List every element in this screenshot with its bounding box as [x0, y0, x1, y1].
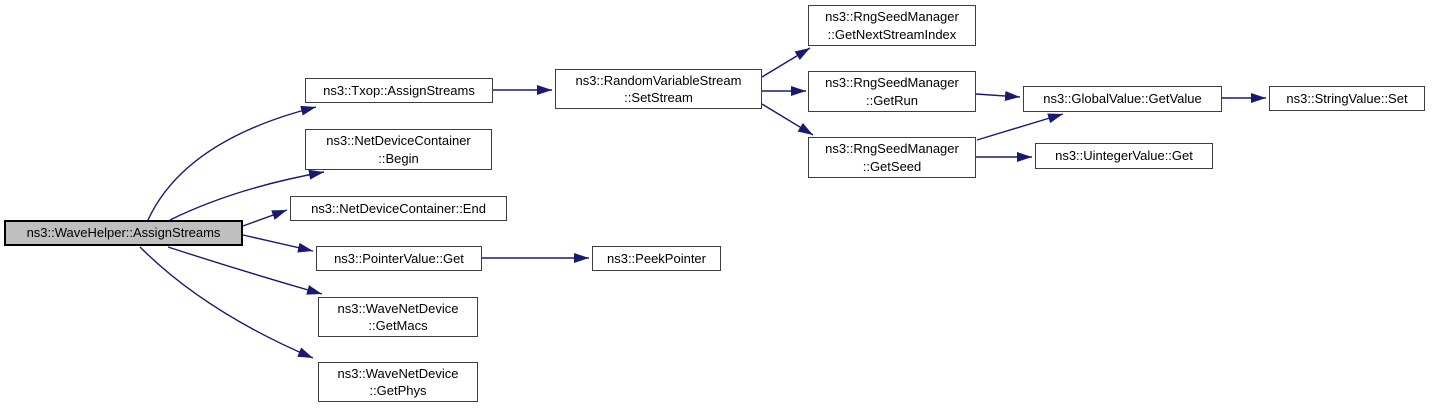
- node-pointervalue-get[interactable]: ns3::PointerValue::Get: [316, 246, 482, 271]
- edge-assignstreams-to-pointervalue-get: [242, 234, 314, 253]
- edge-assignstreams-to-end: [242, 209, 288, 227]
- node-randomvariablestream-setstream[interactable]: ns3::RandomVariableStream ::SetStream: [555, 69, 762, 109]
- node-wavenetdevice-getphys[interactable]: ns3::WaveNetDevice ::GetPhys: [318, 362, 478, 402]
- node-globalvalue-getvalue[interactable]: ns3::GlobalValue::GetValue: [1023, 86, 1222, 112]
- edge-assignstreams-to-txop: [147, 105, 317, 221]
- node-wavenetdevice-getmacs[interactable]: ns3::WaveNetDevice ::GetMacs: [318, 297, 478, 337]
- edge-getseed-to-getvalue: [976, 113, 1064, 141]
- edge-setstream-to-getseed: [761, 103, 814, 136]
- node-netdevicecontainer-end[interactable]: ns3::NetDeviceContainer::End: [290, 196, 507, 221]
- node-txop-assignstreams[interactable]: ns3::Txop::AssignStreams: [305, 78, 493, 103]
- node-rngseedmanager-getseed[interactable]: ns3::RngSeedManager ::GetSeed: [808, 137, 976, 178]
- node-wavehelper-assignstreams[interactable]: ns3::WaveHelper::AssignStreams: [4, 220, 243, 246]
- node-netdevicecontainer-begin[interactable]: ns3::NetDeviceContainer ::Begin: [305, 129, 492, 170]
- edge-setstream-to-getnextstreamindex: [761, 47, 811, 78]
- node-uintegervalue-get[interactable]: ns3::UintegerValue::Get: [1035, 143, 1213, 169]
- edge-assignstreams-to-begin: [169, 169, 325, 221]
- edge-assignstreams-to-getmacs: [167, 246, 323, 295]
- node-rngseedmanager-getrun[interactable]: ns3::RngSeedManager ::GetRun: [808, 71, 976, 112]
- node-peekpointer[interactable]: ns3::PeekPointer: [592, 246, 721, 271]
- node-stringvalue-set[interactable]: ns3::StringValue::Set: [1269, 86, 1425, 111]
- node-rngseedmanager-getnextstreamindex[interactable]: ns3::RngSeedManager ::GetNextStreamIndex: [808, 5, 976, 46]
- edge-assignstreams-to-getphys: [139, 246, 314, 359]
- edge-getrun-to-getvalue: [975, 90, 1021, 101]
